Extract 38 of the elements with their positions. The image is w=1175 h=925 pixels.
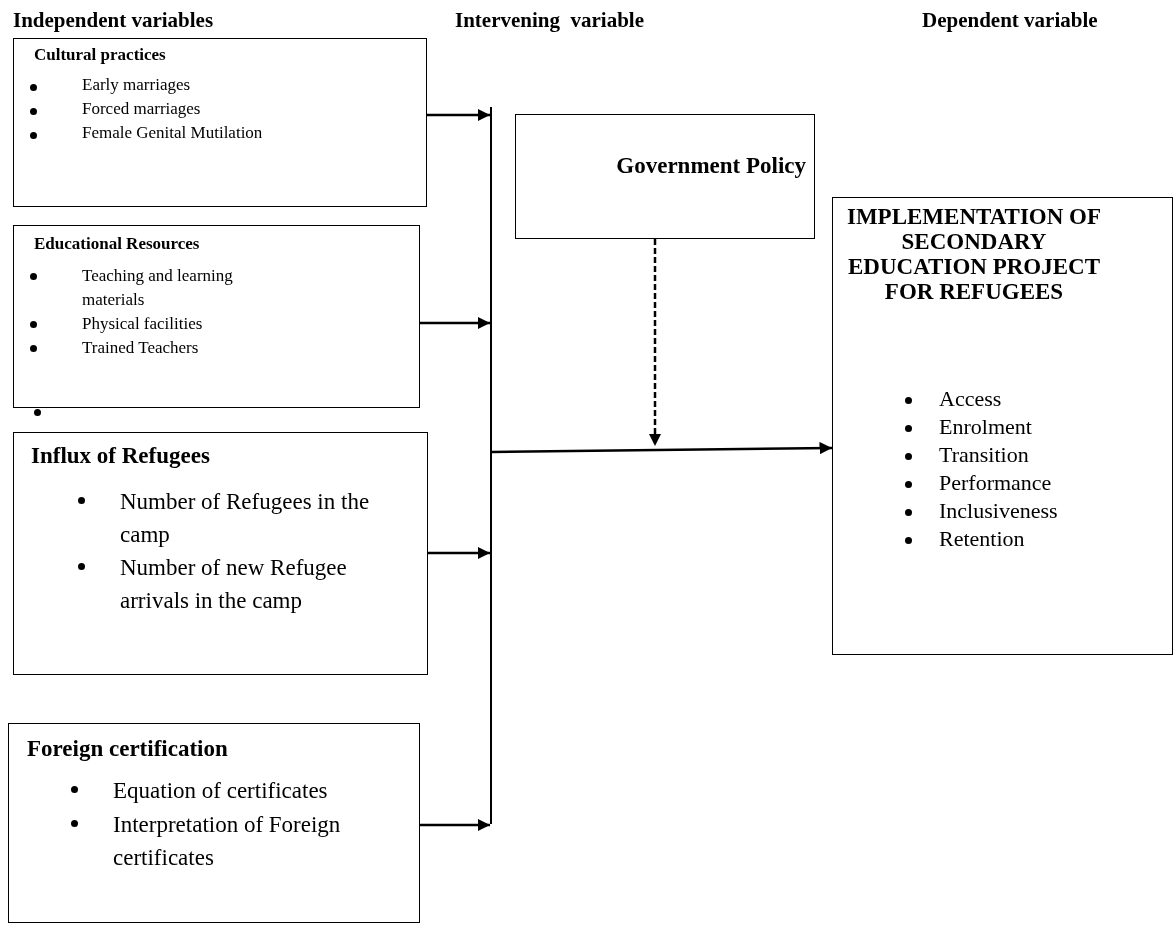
list-item: Performance [939,470,1053,496]
list-item: Teaching and learning materials [82,265,234,311]
column-heading: Intervening variable [455,8,644,33]
variable-box [13,432,428,675]
list-item: Access [939,386,1003,412]
arrow [420,818,490,832]
list-item: Female Genital Mutilation [82,123,264,143]
arrow [428,546,490,560]
list-item: Transition [939,442,1030,468]
arrow [427,108,490,122]
list-item: Physical facilities [82,313,204,335]
list-item: Retention [939,526,1026,552]
intervening-box [515,114,815,239]
list-item: Interpretation of Foreign certificates [113,811,342,872]
arrow [492,441,832,455]
outcome-box [832,197,1173,655]
column-heading: Independent variables [13,8,214,33]
variable-box [13,38,427,207]
box-heading: IMPLEMENTATION OF SECONDARY EDUCATION PROJECT FOR REFUGEES [845,204,1103,304]
box-heading: Foreign certification [27,736,228,762]
list-item: Inclusiveness [939,498,1059,524]
arrow [648,239,662,446]
list-item: Number of Refugees in the camp [120,488,371,549]
box-heading: Influx of Refugees [31,443,210,469]
arrow [420,316,490,330]
list-item: Equation of certificates [113,777,329,805]
list-item: Early marriages [82,75,192,95]
variable-box [13,225,420,408]
list-item: Number of new Refugee arrivals in the camp [120,554,348,615]
connector-bar [490,107,492,824]
variable-box [8,723,420,923]
box-heading: Cultural practices [34,45,166,65]
box-heading: Educational Resources [34,234,200,254]
list-item: Trained Teachers [82,337,200,359]
list-item: Forced marriages [82,99,202,119]
column-heading: Dependent variable [922,8,1098,33]
box-heading: Government Policy [616,153,806,179]
list-item: Enrolment [939,414,1033,440]
